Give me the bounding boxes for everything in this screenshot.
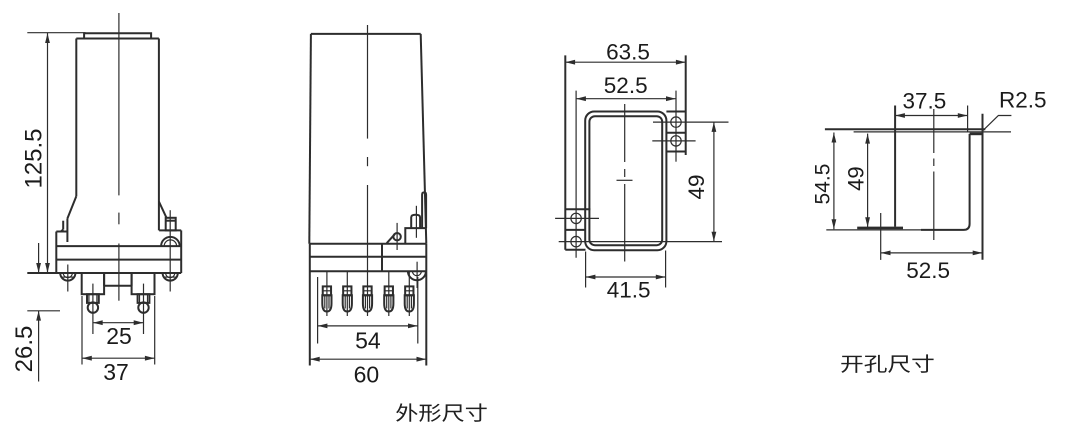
svg-text:49: 49: [684, 174, 709, 199]
svg-text:R2.5: R2.5: [999, 88, 1047, 113]
svg-text:26.5: 26.5: [11, 326, 38, 373]
svg-text:125.5: 125.5: [21, 128, 48, 188]
svg-text:54: 54: [355, 328, 381, 354]
svg-text:37.5: 37.5: [903, 89, 947, 114]
svg-text:49: 49: [844, 166, 869, 190]
svg-text:63.5: 63.5: [606, 39, 650, 64]
svg-text:52.5: 52.5: [604, 73, 648, 98]
svg-text:41.5: 41.5: [607, 277, 651, 302]
svg-text:52.5: 52.5: [906, 258, 950, 283]
svg-text:37: 37: [103, 359, 129, 385]
svg-text:25: 25: [106, 323, 132, 349]
svg-text:54.5: 54.5: [812, 164, 835, 205]
svg-text:60: 60: [354, 362, 380, 388]
